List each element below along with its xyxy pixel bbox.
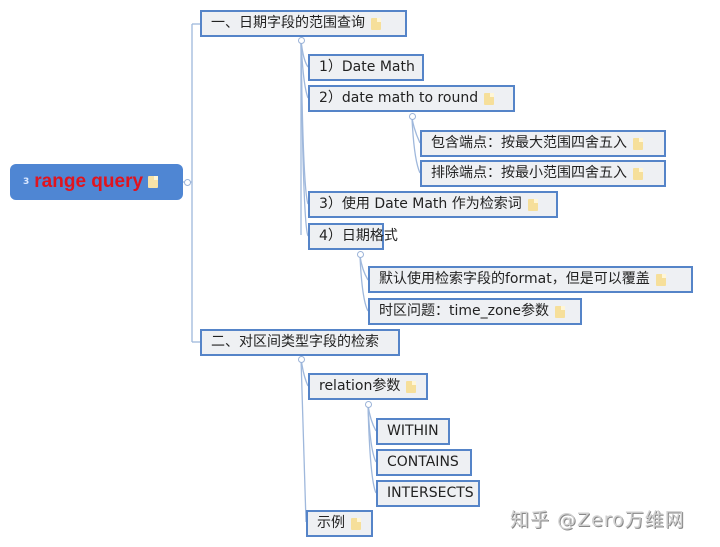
node-contains[interactable]: CONTAINS <box>376 449 472 476</box>
node-label: 时区问题：time_zone参数 <box>379 303 550 319</box>
note-icon[interactable] <box>484 92 495 105</box>
node-label: 包含端点：按最大范围四舍五入 <box>431 135 627 151</box>
node-relation-param[interactable]: relation参数 <box>308 373 428 400</box>
node-include-endpoint[interactable]: 包含端点：按最大范围四舍五入 <box>420 130 666 157</box>
node-label: 1）Date Math <box>319 59 415 75</box>
collapse-toggle-icon[interactable] <box>409 113 416 120</box>
branch-node-range-field[interactable]: 二、对区间类型字段的检索 <box>200 329 400 356</box>
collapse-toggle-icon[interactable] <box>357 251 364 258</box>
node-date-math[interactable]: 1）Date Math <box>308 54 424 81</box>
root-node[interactable]: 3 range query <box>10 164 183 200</box>
note-icon[interactable] <box>148 176 159 188</box>
note-icon[interactable] <box>371 17 381 30</box>
note-icon[interactable] <box>555 305 566 318</box>
note-icon[interactable] <box>351 517 361 530</box>
node-date-math-round[interactable]: 2）date math to round <box>308 85 515 112</box>
note-icon[interactable] <box>406 380 417 393</box>
collapse-toggle-icon[interactable] <box>298 356 305 363</box>
collapse-toggle-icon[interactable] <box>365 401 372 408</box>
node-label: WITHIN <box>387 423 439 439</box>
branch-node-date-range[interactable]: 一、日期字段的范围查询 <box>200 10 407 37</box>
node-label: 3）使用 Date Math 作为检索词 <box>319 196 522 212</box>
collapse-toggle-icon[interactable] <box>298 37 305 44</box>
node-exclude-endpoint[interactable]: 排除端点：按最小范围四舍五入 <box>420 160 666 187</box>
node-date-math-search-term[interactable]: 3）使用 Date Math 作为检索词 <box>308 191 558 218</box>
note-icon[interactable] <box>633 137 643 150</box>
note-icon[interactable] <box>633 167 643 180</box>
node-date-format[interactable]: 4）日期格式 <box>308 223 398 250</box>
node-within[interactable]: WITHIN <box>376 418 450 445</box>
node-label: relation参数 <box>319 378 401 394</box>
node-label: 4）日期格式 <box>319 228 398 244</box>
node-time-zone[interactable]: 时区问题：time_zone参数 <box>368 298 582 325</box>
node-label: 默认使用检索字段的format，但是可以覆盖 <box>379 271 650 287</box>
node-label: CONTAINS <box>387 454 459 470</box>
node-intersects[interactable]: INTERSECTS <box>376 480 480 507</box>
node-example[interactable]: 示例 <box>306 510 373 537</box>
root-title: range query <box>34 171 144 192</box>
node-label: INTERSECTS <box>387 485 474 501</box>
node-label: 示例 <box>317 515 345 531</box>
node-label: 二、对区间类型字段的检索 <box>211 334 379 350</box>
topic-number-badge: 3 <box>23 177 30 187</box>
collapse-toggle-icon[interactable] <box>184 179 191 186</box>
node-label: 排除端点：按最小范围四舍五入 <box>431 165 627 181</box>
node-label: 一、日期字段的范围查询 <box>211 15 365 31</box>
node-default-format[interactable]: 默认使用检索字段的format，但是可以覆盖 <box>368 266 693 293</box>
node-label: 2）date math to round <box>319 90 479 106</box>
note-icon[interactable] <box>655 273 666 286</box>
watermark: 知乎 @Zero万维网 <box>510 509 685 531</box>
note-icon[interactable] <box>527 198 538 211</box>
